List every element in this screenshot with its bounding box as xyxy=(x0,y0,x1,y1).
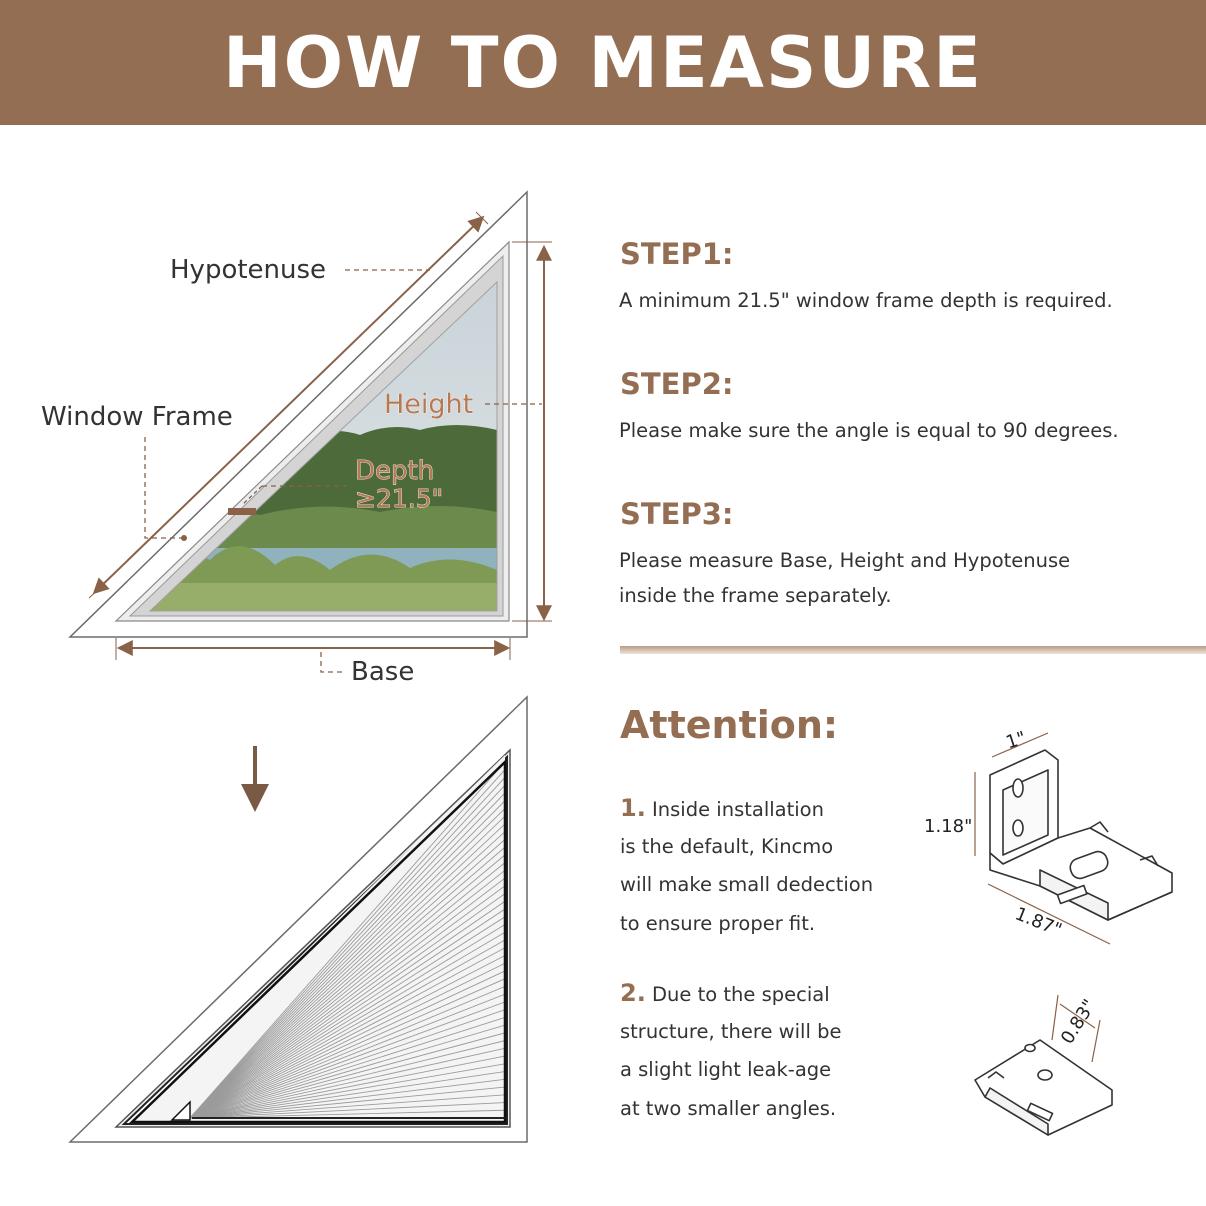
pleat-line xyxy=(189,869,505,1119)
depth-label: Depth xyxy=(355,456,434,486)
pleat-line xyxy=(189,1102,505,1119)
pleat-line xyxy=(189,1016,505,1119)
note-line: will make small dedection xyxy=(620,873,874,896)
note-line: is the default, Kincmo xyxy=(620,834,834,858)
pleat-line xyxy=(189,1109,505,1119)
pleat-line xyxy=(189,885,505,1119)
window-frame-label: Window Frame xyxy=(41,402,233,432)
window-frame-leader xyxy=(144,437,182,539)
step2-line: Please make sure the angle is equal to 9… xyxy=(619,419,1119,442)
step3-title: STEP3: xyxy=(620,497,734,531)
note-number: 2. xyxy=(620,979,646,1007)
pleat-line xyxy=(189,777,505,1119)
pleat-line xyxy=(189,962,505,1119)
window-diagram: Hypotenuse Window Frame Height Depth ≥21… xyxy=(41,190,552,687)
note-line: at two smaller angles. xyxy=(620,1096,837,1120)
clip-dimension-lines xyxy=(1051,994,1101,1063)
attention-title: Attention: xyxy=(620,703,839,747)
base-leader xyxy=(320,652,344,673)
note-line: to ensure proper fit. xyxy=(620,911,816,935)
height-label: Height xyxy=(384,389,473,420)
pleat-line xyxy=(189,761,505,1119)
pleat-line xyxy=(189,800,505,1119)
pleat-line xyxy=(189,784,505,1119)
step3-line-1: Please measure Base, Height and Hypotenu… xyxy=(619,549,1071,572)
header-banner xyxy=(0,0,1206,125)
pleat-line xyxy=(189,831,505,1119)
pleat-line xyxy=(189,877,505,1119)
bracket-height-label: 1.18" xyxy=(924,816,972,837)
pleat-line xyxy=(189,1086,505,1119)
note-line: structure, there will be xyxy=(620,1019,842,1043)
hypotenuse-arrow xyxy=(92,215,485,595)
pleat-line xyxy=(189,1071,505,1119)
step1-line: A minimum 21.5" window frame depth is re… xyxy=(619,289,1113,312)
pleat-line xyxy=(189,1040,505,1119)
attention-note-1: 1. Inside installation is the default, K… xyxy=(620,793,940,947)
depth-value-label: ≥21.5" xyxy=(355,484,443,513)
step2-text: Please make sure the angle is equal to 9… xyxy=(619,413,1204,448)
pleat-line xyxy=(189,931,505,1119)
pleat-line xyxy=(189,955,505,1119)
step3-line-2: inside the frame separately. xyxy=(619,584,892,607)
clip-illustration xyxy=(974,1039,1113,1136)
section-divider xyxy=(620,646,1206,654)
note-line: a slight light leak-age xyxy=(620,1058,832,1081)
depth-marker xyxy=(228,508,256,515)
note-line: Due to the special xyxy=(652,983,830,1006)
pleat-line xyxy=(189,1055,505,1119)
pleat-line xyxy=(189,939,505,1119)
pleat-line xyxy=(189,916,505,1119)
pleat-line xyxy=(189,862,505,1119)
base-label: Base xyxy=(351,657,414,687)
hypotenuse-label: Hypotenuse xyxy=(170,255,326,285)
pleat-line xyxy=(189,893,505,1119)
attention-note-2: 2. Due to the special structure, there w… xyxy=(620,978,940,1132)
pleat-line xyxy=(189,924,505,1119)
pleat-line xyxy=(189,993,505,1119)
pleat-line xyxy=(189,792,505,1119)
pleat-line xyxy=(189,815,505,1119)
pleat-line xyxy=(189,986,505,1119)
note-number: 1. xyxy=(620,794,646,822)
pleat-line xyxy=(189,908,505,1119)
down-arrow-icon xyxy=(241,746,269,812)
pleat-line xyxy=(189,1047,505,1119)
pleat-line xyxy=(189,1009,505,1119)
step2-title: STEP2: xyxy=(620,367,734,401)
step1-title: STEP1: xyxy=(620,237,734,271)
shade-diagram xyxy=(68,695,528,1143)
step1-text: A minimum 21.5" window frame depth is re… xyxy=(619,283,1204,318)
bracket-dimension-lines xyxy=(974,732,1111,945)
bracket-illustration xyxy=(989,749,1173,921)
pleat-line xyxy=(189,900,505,1119)
pleat-line xyxy=(189,808,505,1119)
page-title: HOW TO MEASURE xyxy=(223,22,983,104)
pleat-line xyxy=(189,1078,505,1119)
pleat-line xyxy=(189,978,505,1119)
pleat-line xyxy=(189,846,505,1119)
pleat-line xyxy=(189,970,505,1119)
note-line: Inside installation xyxy=(652,798,824,821)
clip-width-label: 0.83" xyxy=(1057,996,1100,1048)
pleat-line xyxy=(189,854,505,1119)
pleat-line xyxy=(189,823,505,1119)
pleat-line xyxy=(189,947,505,1119)
pleat-line xyxy=(189,1001,505,1119)
pleat-line xyxy=(189,1032,505,1119)
pleat-line xyxy=(189,1063,505,1119)
pleat-line xyxy=(189,769,505,1119)
pleat-line xyxy=(189,1024,505,1119)
step3-text: Please measure Base, Height and Hypotenu… xyxy=(619,543,1204,613)
bracket-width-label: 1" xyxy=(1003,727,1028,753)
pleat-line xyxy=(189,1094,505,1119)
pleat-line xyxy=(189,839,505,1119)
